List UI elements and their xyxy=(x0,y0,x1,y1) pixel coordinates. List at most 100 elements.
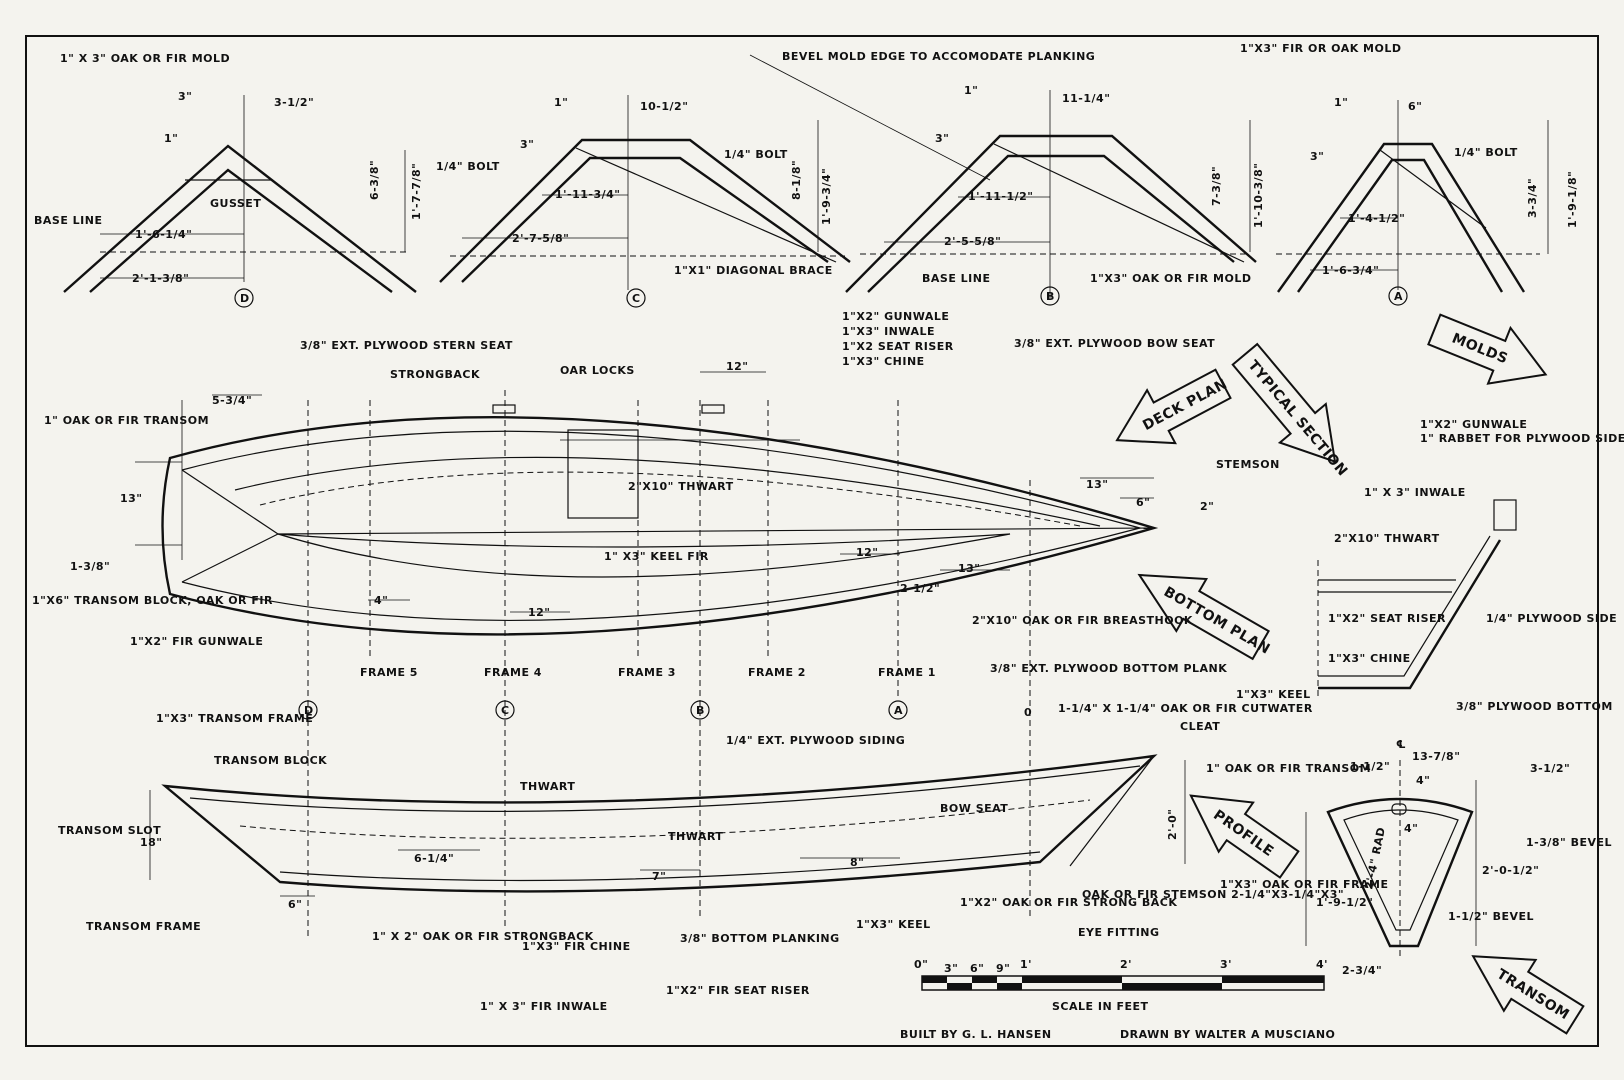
profile-chine: 1"X3" FIR CHINE xyxy=(522,940,631,953)
scale-bar: 0" 3" 6" 9" 1' 2' 3' 4' SCALE IN FEET xyxy=(914,958,1328,1013)
section-rabbet: 1" RABBET FOR PLYWOOD SIDE xyxy=(1420,432,1624,445)
profile-transom-slot: TRANSOM SLOT xyxy=(58,824,161,837)
mold-b-fir-mold: 1"X3" OAK OR FIR MOLD xyxy=(1090,272,1252,285)
profile-eye-fitting: EYE FITTING xyxy=(1078,926,1160,939)
mold-b-corner: 3" xyxy=(935,132,949,145)
mold-d-height-inner: 6-3/8" xyxy=(368,160,381,200)
plan-inwale: 1"X3" INWALE xyxy=(842,325,935,338)
mold-c-top: 10-1/2" xyxy=(640,100,688,113)
mold-d-outer-half: 2'-1-3/8" xyxy=(132,272,189,285)
profile-bow-seat: BOW SEAT xyxy=(940,802,1008,815)
mold-a: A 1"X3" FIR OR OAK MOLD 6" 3" 1" 1/4" BO… xyxy=(1240,42,1579,306)
mold-c-bolt-left: 1/4" BOLT xyxy=(436,160,500,173)
mold-a-one: 1" xyxy=(1334,96,1348,109)
profile-dim-7: 7" xyxy=(652,870,666,883)
profile-cleat: CLEAT xyxy=(1180,720,1220,733)
transom-d4: 3-1/2" xyxy=(1530,762,1570,775)
plan-dim-1-3-8: 1-3/8" xyxy=(70,560,110,573)
profile-labels: TRANSOM BLOCK TRANSOM SLOT 18" THWART 1/… xyxy=(58,702,1344,1013)
scale-tick-4ft: 4' xyxy=(1316,958,1328,971)
section-inwale: 1" X 3" INWALE xyxy=(1364,486,1466,499)
profile-siding: 1/4" EXT. PLYWOOD SIDING xyxy=(726,734,905,747)
mold-d-note: 1" X 3" OAK OR FIR MOLD xyxy=(60,52,230,65)
mold-d: D 1" X 3" OAK OR FIR MOLD 3-1/2" 3" 1" G… xyxy=(34,52,423,308)
plan-dim-13-mid: 13" xyxy=(958,562,981,575)
plan-dim-13-b: 13" xyxy=(1086,478,1109,491)
plan-dim-2-1-2: 2-1/2" xyxy=(900,582,940,595)
profile-dim-8: 8" xyxy=(850,856,864,869)
profile-dim-6: 6" xyxy=(288,898,302,911)
transom-bottom: 2-3/4" xyxy=(1342,964,1382,977)
section-keel: 1"X3" KEEL xyxy=(1236,688,1311,701)
profile-thwart-top: THWART xyxy=(520,780,575,793)
mold-b-one: 1" xyxy=(964,84,978,97)
profile-dim-2-0: 2'-0" xyxy=(1166,809,1179,840)
section-bottom: 3/8" PLYWOOD BOTTOM xyxy=(1456,700,1613,713)
mold-c-inner-half: 1'-11-3/4" xyxy=(555,188,621,201)
transom-d5: 4" xyxy=(1404,822,1418,835)
mold-c-brace: 1"X1" DIAGONAL BRACE xyxy=(674,264,833,277)
mold-a-top: 6" xyxy=(1408,100,1422,113)
mold-c-one: 1" xyxy=(554,96,568,109)
plan-thwart: 2"X10" THWART xyxy=(628,480,734,493)
frame-5-label: FRAME 5 xyxy=(360,666,418,679)
transom-d3: 4" xyxy=(1416,774,1430,787)
mold-b-inner-half: 1'-11-1/2" xyxy=(968,190,1034,203)
plan-station-b: B xyxy=(696,704,705,717)
plan-station-d: D xyxy=(304,704,314,717)
section-gunwale: 1"X2" GUNWALE xyxy=(1420,418,1527,431)
mold-d-inner-half: 1'-6-1/4" xyxy=(135,228,192,241)
mold-c-outer-half: 2'-7-5/8" xyxy=(512,232,569,245)
plan-bow-seat: 3/8" EXT. PLYWOOD BOW SEAT xyxy=(1014,337,1215,350)
scale-title: SCALE IN FEET xyxy=(1052,1000,1149,1013)
station-tag-c: C xyxy=(632,292,641,305)
profile-stemson: OAK OR FIR STEMSON 2-1/4"X3-1/4"X3" xyxy=(1082,888,1344,901)
mold-b-top: 11-1/4" xyxy=(1062,92,1110,105)
plan-oar-locks: OAR LOCKS xyxy=(560,364,635,377)
transom-width: 2'-0-1/2" xyxy=(1482,864,1539,877)
scale-tick-9: 9" xyxy=(996,962,1010,975)
profile-view xyxy=(149,754,1186,897)
mold-a-fir-mold: 1"X3" FIR OR OAK MOLD xyxy=(1240,42,1402,55)
profile-transom-frame: TRANSOM FRAME xyxy=(86,920,201,933)
profile-inwale: 1" X 3" FIR INWALE xyxy=(480,1000,608,1013)
profile-dim-18: 18" xyxy=(140,836,163,849)
station-tag-d: D xyxy=(240,292,250,305)
section-chine: 1"X3" CHINE xyxy=(1328,652,1411,665)
transom-bevel2: 1-1/2" BEVEL xyxy=(1448,910,1534,923)
mold-a-outer-half: 1'-6-3/4" xyxy=(1322,264,1379,277)
mold-c-height-outer: 1'-9-3/4" xyxy=(820,168,833,225)
mold-a-height-outer: 1'-9-1/8" xyxy=(1566,171,1579,228)
mold-d-one: 1" xyxy=(164,132,178,145)
plan-seat-riser: 1"X2 SEAT RISER xyxy=(842,340,954,353)
plan-dim-12-mid: 12" xyxy=(856,546,879,559)
scale-tick-6: 6" xyxy=(970,962,984,975)
section-side: 1/4" PLYWOOD SIDE xyxy=(1486,612,1617,625)
section-thwart: 2"X10" THWART xyxy=(1334,532,1440,545)
mold-c-height-inner: 8-1/8" xyxy=(790,160,803,200)
transom-view: ℄ 1" OAK OR FIR TRANSOM 1-1/2" 13-7/8" 4… xyxy=(1206,738,1612,977)
plan-dim-4: 4" xyxy=(374,594,388,607)
plan-dim-13: 13" xyxy=(120,492,143,505)
frame-3-label: FRAME 3 xyxy=(618,666,676,679)
plan-zero-mark: 0 xyxy=(1024,706,1032,719)
station-tag-b: B xyxy=(1046,290,1055,303)
section-seat-riser: 1"X2" SEAT RISER xyxy=(1328,612,1446,625)
profile-strongback: 1" X 2" OAK OR FIR STRONGBACK xyxy=(372,930,594,943)
mold-c-corner: 3" xyxy=(520,138,534,151)
mold-d-base-line: BASE LINE xyxy=(34,214,103,227)
mold-d-top: 3-1/2" xyxy=(274,96,314,109)
scale-tick-1ft: 1' xyxy=(1020,958,1032,971)
mold-b: B BEVEL MOLD EDGE TO ACCOMODATE PLANKING… xyxy=(749,50,1265,306)
mold-d-height-outer: 1'-7-7/8" xyxy=(410,163,423,220)
mold-b-bevel-note: BEVEL MOLD EDGE TO ACCOMODATE PLANKING xyxy=(782,50,1095,63)
transom-bevel1: 1-3/8" BEVEL xyxy=(1526,836,1612,849)
plan-transom-block: 1"X6" TRANSOM BLOCK, OAK OR FIR xyxy=(32,594,273,607)
scale-tick-0: 0" xyxy=(914,958,928,971)
credit-drawn-by: DRAWN BY WALTER A MUSCIANO xyxy=(1120,1028,1335,1041)
profile-strong-back: 1"X2" OAK OR FIR STRONG BACK xyxy=(960,896,1177,909)
mold-a-corner: 3" xyxy=(1310,150,1324,163)
plan-dim-2: 2" xyxy=(1200,500,1214,513)
scale-tick-3: 3" xyxy=(944,962,958,975)
